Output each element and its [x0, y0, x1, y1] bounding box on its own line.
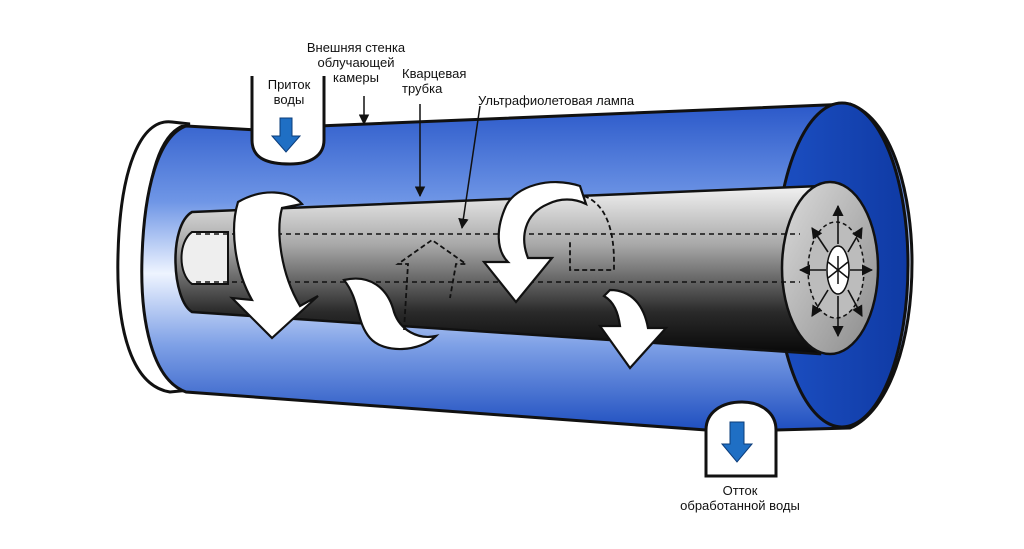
outlet-flow-arrow: [720, 421, 754, 463]
label-inlet-text: Приток воды: [267, 77, 311, 107]
label-uv-lamp: Ультрафиолетовая лампа: [478, 93, 634, 108]
label-quartz-tube: Кварцевая трубка: [402, 66, 466, 96]
flow-arrow-4: [597, 288, 669, 370]
uv-center-star: [827, 256, 849, 284]
label-outer-wall-text: Внешняя стенка облучающей камеры: [306, 40, 406, 85]
inlet-flow-arrow: [270, 117, 302, 153]
label-outer-wall: Внешняя стенка облучающей камеры: [300, 40, 412, 85]
label-outlet-text: Отток обработанной воды: [680, 483, 800, 513]
uv-emission-rays: [798, 204, 874, 338]
label-outlet: Отток обработанной воды: [668, 483, 812, 513]
flow-arrow-1: [229, 191, 319, 340]
lamp-left-end: [180, 231, 229, 285]
leader-lines: [358, 96, 481, 230]
flow-arrow-2-hidden: [395, 238, 469, 331]
label-uv-lamp-text: Ультрафиолетовая лампа: [478, 93, 635, 108]
flow-arrow-2: [342, 277, 440, 351]
flow-arrow-3-hidden: [569, 195, 615, 271]
flow-arrow-3: [481, 181, 588, 304]
label-quartz-tube-text: Кварцевая трубка: [402, 66, 467, 96]
label-inlet: Приток воды: [252, 77, 326, 107]
